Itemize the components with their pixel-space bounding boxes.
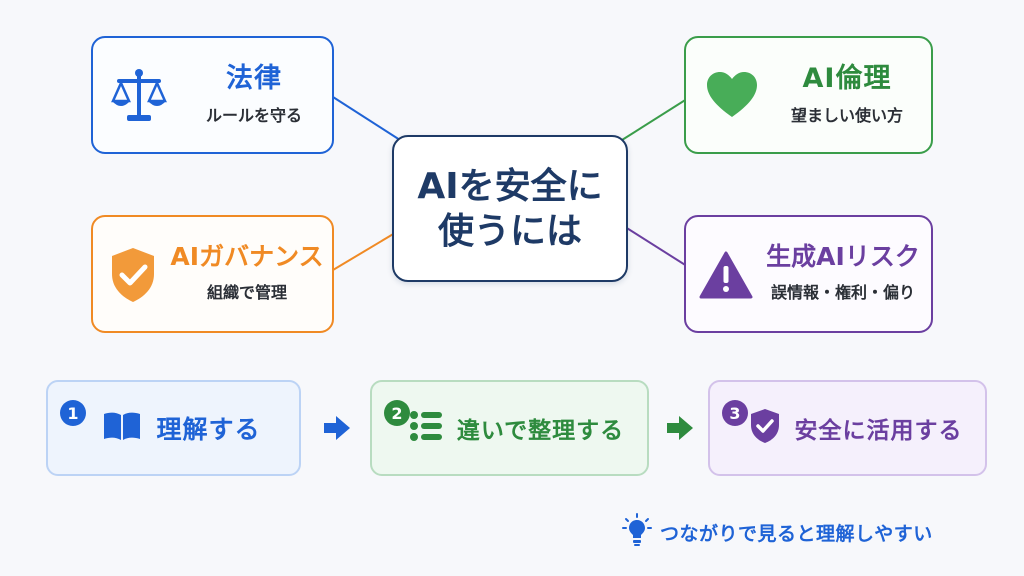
book-icon bbox=[102, 410, 142, 446]
center-title-line2: 使うには bbox=[437, 210, 582, 252]
step-number-2: 2 bbox=[384, 400, 410, 426]
governance-card: AIガバナンス 組織で管理 bbox=[91, 215, 334, 333]
tip-note: つながりで見ると理解しやすい bbox=[622, 513, 933, 551]
risk-title: 生成AIリスク bbox=[766, 242, 920, 271]
risk-subtitle: 誤情報・権利・偏り bbox=[770, 282, 915, 302]
center-title: AIを安全に 使うには bbox=[410, 164, 610, 254]
step-label-1: 理解する bbox=[156, 415, 261, 444]
law-subtitle: ルールを守る bbox=[205, 105, 302, 125]
center-title-line1: AIを安全に bbox=[417, 165, 603, 207]
center-topic-box: AIを安全に 使うには bbox=[392, 135, 628, 282]
ethics-subtitle: 望ましい使い方 bbox=[790, 105, 903, 125]
law-title: 法律 bbox=[226, 63, 282, 94]
governance-subtitle: 組織で管理 bbox=[206, 282, 287, 302]
connector-law bbox=[332, 96, 401, 141]
arrow-right-icon bbox=[665, 413, 695, 447]
list-icon bbox=[409, 410, 443, 446]
shield-check-icon bbox=[103, 243, 163, 307]
arrow-right-icon bbox=[322, 413, 352, 447]
step-understand: 1 理解する bbox=[46, 380, 301, 476]
ethics-card: AI倫理 望ましい使い方 bbox=[684, 36, 933, 154]
governance-title: AIガバナンス bbox=[170, 242, 324, 271]
ethics-title: AI倫理 bbox=[802, 63, 892, 94]
step-organize: 2 違いで整理する bbox=[370, 380, 649, 476]
step-number-1: 1 bbox=[60, 400, 86, 426]
warning-icon bbox=[696, 245, 756, 305]
tip-text: つながりで見ると理解しやすい bbox=[660, 522, 933, 545]
scales-icon bbox=[107, 66, 171, 126]
connector-ethics bbox=[621, 96, 691, 141]
shield-check-icon bbox=[749, 408, 781, 448]
step-label-3: 安全に活用する bbox=[794, 418, 963, 444]
step-use-safely: 3 安全に活用する bbox=[708, 380, 987, 476]
heart-icon bbox=[700, 66, 764, 126]
connector-governance bbox=[332, 229, 401, 271]
lightbulb-icon bbox=[622, 513, 652, 551]
risk-card: 生成AIリスク 誤情報・権利・偏り bbox=[684, 215, 933, 333]
step-number-3: 3 bbox=[722, 400, 748, 426]
step-label-2: 違いで整理する bbox=[456, 418, 625, 444]
law-card: 法律 ルールを守る bbox=[91, 36, 334, 154]
connector-risk bbox=[621, 224, 691, 269]
